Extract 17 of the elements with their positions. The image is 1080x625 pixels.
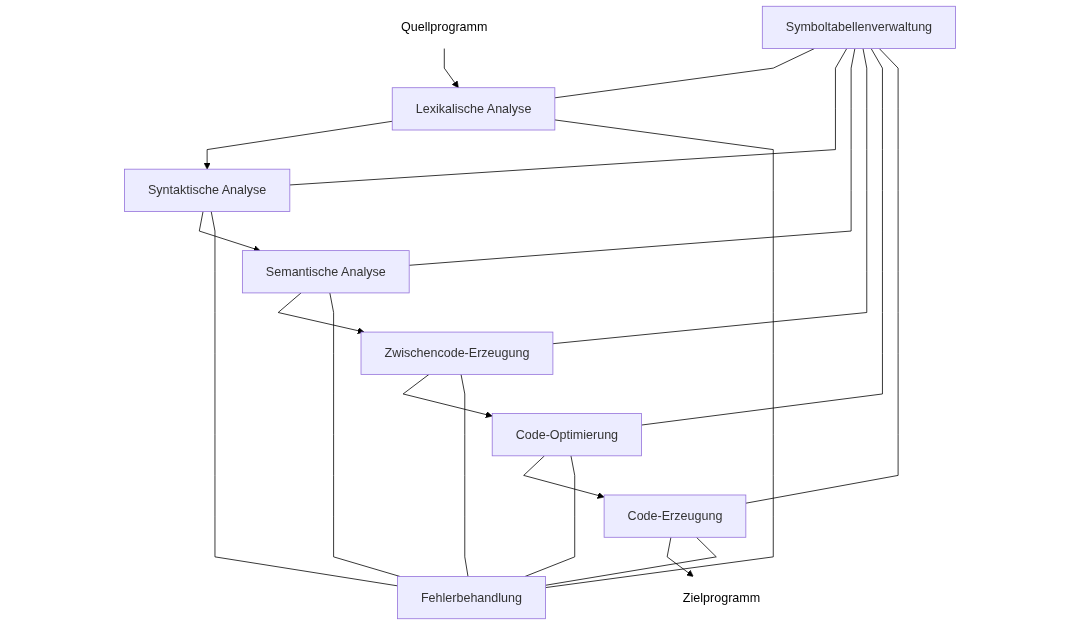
connector: [460, 374, 469, 577]
node-box: Syntaktische Analyse: [124, 168, 291, 212]
node-box: Symboltabellenverwaltung: [761, 5, 956, 49]
connector: [210, 211, 398, 587]
connector: [554, 48, 815, 99]
connector: [745, 48, 899, 504]
node-box: Fehlerbehandlung: [397, 576, 546, 620]
node-box: Lexikalische Analyse: [391, 87, 556, 131]
connector: [552, 48, 868, 345]
node-text: Quellprogramm: [401, 20, 488, 34]
connector: [545, 119, 774, 588]
node-box: Semantische Analyse: [242, 250, 410, 294]
node-text: Zielprogramm: [682, 590, 761, 604]
connector: [641, 48, 883, 426]
node-box: Code-Optimierung: [491, 413, 642, 457]
node-box: Zwischencode-Erzeugung: [360, 331, 554, 375]
node-box: Code-Erzeugung: [603, 494, 747, 538]
